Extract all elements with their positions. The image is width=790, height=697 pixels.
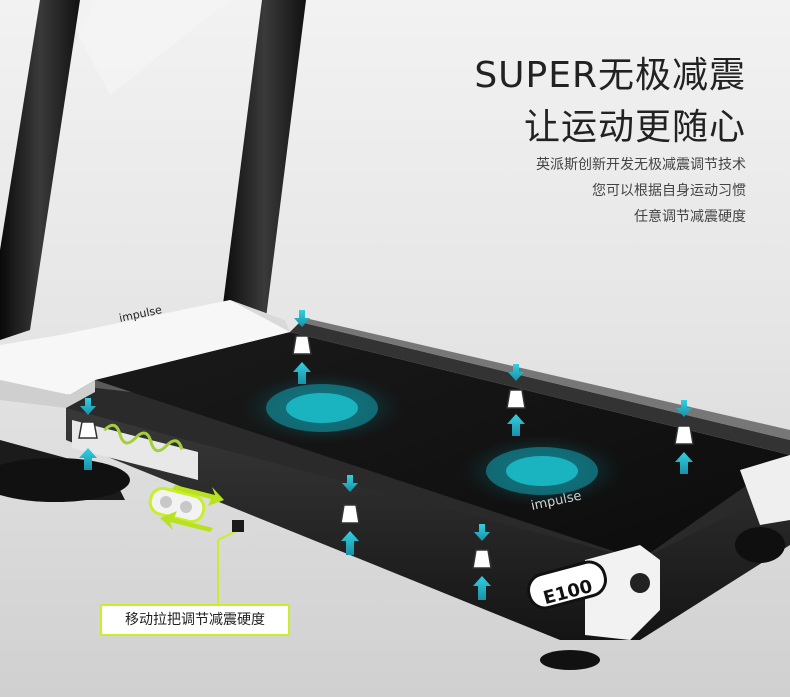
description-line: 任意调节减震硬度: [634, 209, 746, 225]
slide-direction-arrow: [172, 485, 224, 506]
callout-label: 移动拉把调节减震硬度: [100, 604, 290, 636]
model-badge: [527, 560, 607, 610]
description-line: 您可以根据自身运动习惯: [592, 183, 746, 199]
front-end-cap: [540, 455, 790, 670]
shock-ripple-icon: [460, 435, 624, 507]
shock-absorber-icon: [674, 425, 694, 445]
shock-absorber-icon: [78, 421, 98, 439]
down-arrow-icon: [294, 310, 310, 327]
shock-ripple-icon: [240, 372, 404, 444]
spring-wave-icon: [103, 423, 184, 453]
shock-absorber-icon: [472, 549, 492, 569]
feature-description: 英派斯创新开发无极减震调节技术 您可以根据自身运动习惯 任意调节减震硬度: [536, 152, 746, 230]
up-arrow-icon: [293, 362, 311, 384]
shock-absorber-marker: [292, 310, 312, 384]
headline-line-1: SUPER无极减震: [474, 55, 746, 96]
shock-absorber-marker: [506, 364, 526, 436]
shock-absorber-icon: [340, 504, 360, 524]
shock-absorber-marker: [472, 524, 492, 600]
shock-adjust-panel: [72, 420, 198, 480]
up-arrow-icon: [507, 414, 525, 436]
up-arrow-icon: [675, 452, 693, 474]
up-arrow-icon: [473, 576, 491, 600]
shock-absorber-marker: [78, 398, 98, 470]
headline: SUPER无极减震 让运动更随心: [474, 50, 746, 154]
down-arrow-icon: [80, 398, 96, 415]
down-arrow-icon: [474, 524, 490, 541]
headline-line-2: 让运动更随心: [523, 107, 746, 148]
shock-absorber-marker: [674, 400, 694, 474]
shock-absorber-icon: [292, 335, 312, 355]
down-arrow-icon: [342, 475, 358, 492]
description-line: 英派斯创新开发无极减震调节技术: [536, 157, 746, 173]
down-arrow-icon: [676, 400, 692, 417]
treadmill-upright-right: [222, 0, 306, 318]
slide-direction-arrow: [160, 511, 213, 532]
up-arrow-icon: [79, 448, 97, 470]
up-arrow-icon: [341, 531, 359, 555]
treadmill-upright-left: [0, 0, 80, 340]
down-arrow-icon: [508, 364, 524, 381]
shock-absorber-marker: [340, 475, 360, 555]
shock-absorber-icon: [506, 389, 526, 409]
motor-cover: [0, 300, 290, 408]
